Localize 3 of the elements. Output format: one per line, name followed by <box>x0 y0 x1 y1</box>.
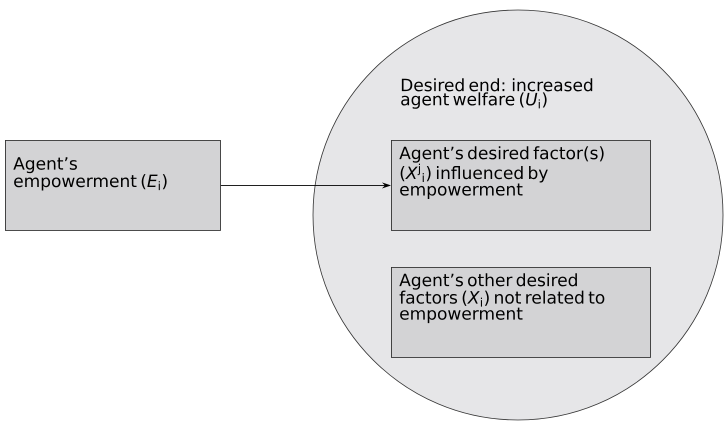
text-box: Agent’s empowerment (E$_{i}$) <box>5 140 221 231</box>
text-box: Agent’s other desired factors (X$_{i}$) not related to empowerment <box>391 267 651 358</box>
text-box: Agent’s desired factor(s) (X$^{j}$$_{i}$) influenced by empowerment <box>391 140 651 231</box>
